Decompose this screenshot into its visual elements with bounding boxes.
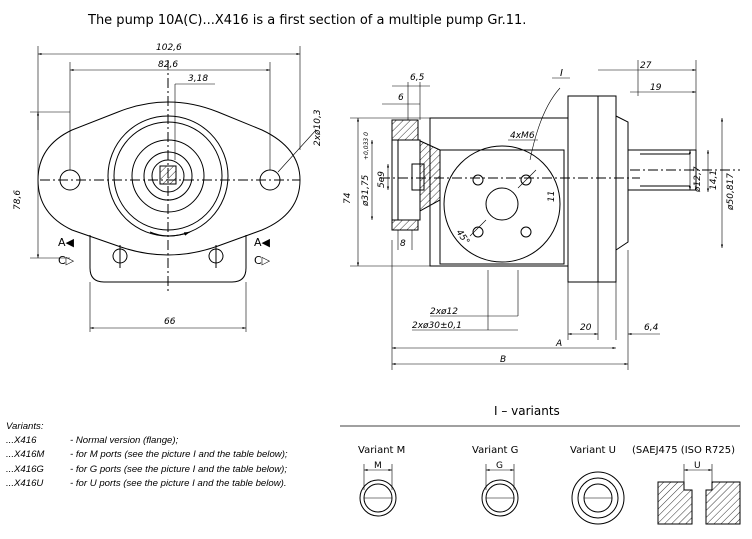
variant-g-label: Variant G — [472, 445, 518, 456]
port-variants-heading: I – variants — [494, 404, 560, 418]
dim-78-6: 78,6 — [13, 190, 23, 210]
dim-19: 19 — [650, 83, 662, 93]
front-view-labels: 102,6 82,6 3,18 78,6 66 2xø10,3 A◀ C▷ A◀… — [13, 43, 323, 327]
dim-11: 11 — [547, 191, 557, 202]
rotation-a-left: A◀ — [58, 236, 75, 249]
side-view — [350, 60, 740, 370]
front-view — [30, 46, 317, 332]
variant-u-standard: (SAEJ475 (ISO R725) — [632, 445, 735, 456]
variant-code: ...X416 — [6, 435, 37, 447]
variant-g-dim: G — [496, 461, 503, 471]
variant-g — [481, 464, 519, 517]
variant-u — [571, 464, 741, 525]
dim-ports-circle: 2xø30±0,1 — [412, 321, 462, 331]
variant-m-dim: M — [374, 461, 382, 471]
dim-3-18: 3,18 — [188, 74, 208, 84]
dim-66: 66 — [164, 317, 176, 327]
dim-82-6: 82,6 — [158, 60, 178, 70]
dim-6-5: 6,5 — [410, 73, 425, 83]
variants-heading: Variants: — [6, 421, 44, 432]
dim-50-8: ø50,817 — [726, 173, 736, 211]
variant-code: ...X416G — [6, 463, 44, 475]
dim-bolt-holes: 2xø10,3 — [313, 109, 323, 146]
dim-8: 8 — [400, 239, 406, 249]
variant-code: ...X416M — [6, 449, 45, 461]
dim-angle: 45° — [454, 228, 471, 247]
variant-desc: - for G ports (see the picture I and the… — [70, 463, 288, 475]
dim-a: A — [555, 339, 562, 349]
variant-row: ...X416U - for U ports (see the picture I… — [6, 477, 288, 491]
rotation-a-right: A◀ — [254, 236, 271, 249]
dim-shaft-tol: +0,033 0 — [363, 132, 370, 160]
variant-u-dim: U — [694, 461, 701, 471]
variant-row: ...X416 - Normal version (flange); — [6, 434, 288, 448]
dim-b: B — [500, 355, 506, 365]
dim-key: 5e9 — [377, 171, 387, 188]
variant-code: ...X416U — [6, 477, 44, 489]
dim-20: 20 — [580, 323, 592, 333]
dim-14-1: 14,1 — [709, 170, 719, 190]
side-view-labels: 6,5 6 ø31,75 +0,033 0 5e9 74 8 I 4xM6 11… — [343, 61, 736, 365]
dim-74: 74 — [343, 192, 353, 204]
variant-row: ...X416M - for M ports (see the picture I… — [6, 448, 288, 462]
dim-6-4: 6,4 — [644, 323, 659, 333]
dim-thread: 4xM6 — [510, 131, 535, 141]
dim-ports-dia: 2xø12 — [430, 307, 458, 317]
variant-m-label: Variant M — [358, 445, 405, 456]
dim-6: 6 — [398, 93, 404, 103]
rotation-c-right: C▷ — [254, 254, 271, 267]
dim-27: 27 — [640, 61, 652, 71]
page-title: The pump 10A(C)...X416 is a first sectio… — [87, 13, 526, 28]
variant-desc: - Normal version (flange); — [70, 435, 179, 447]
rotation-c-left: C▷ — [58, 254, 75, 267]
variant-desc: - for U ports (see the picture I and the… — [70, 477, 287, 489]
dim-12-7: ø12,7 — [693, 166, 703, 193]
variant-u-label: Variant U — [570, 445, 616, 456]
variant-m — [359, 464, 397, 517]
variants-list: Variants: ...X416 - Normal version (flang… — [6, 420, 288, 491]
variant-row: ...X416G - for G ports (see the picture I… — [6, 463, 288, 477]
dim-102-6: 102,6 — [156, 43, 182, 53]
dim-shaft-dia: ø31,75 — [361, 174, 371, 207]
detail-label-i: I — [560, 68, 563, 79]
variant-desc: - for M ports (see the picture I and the… — [70, 449, 288, 461]
